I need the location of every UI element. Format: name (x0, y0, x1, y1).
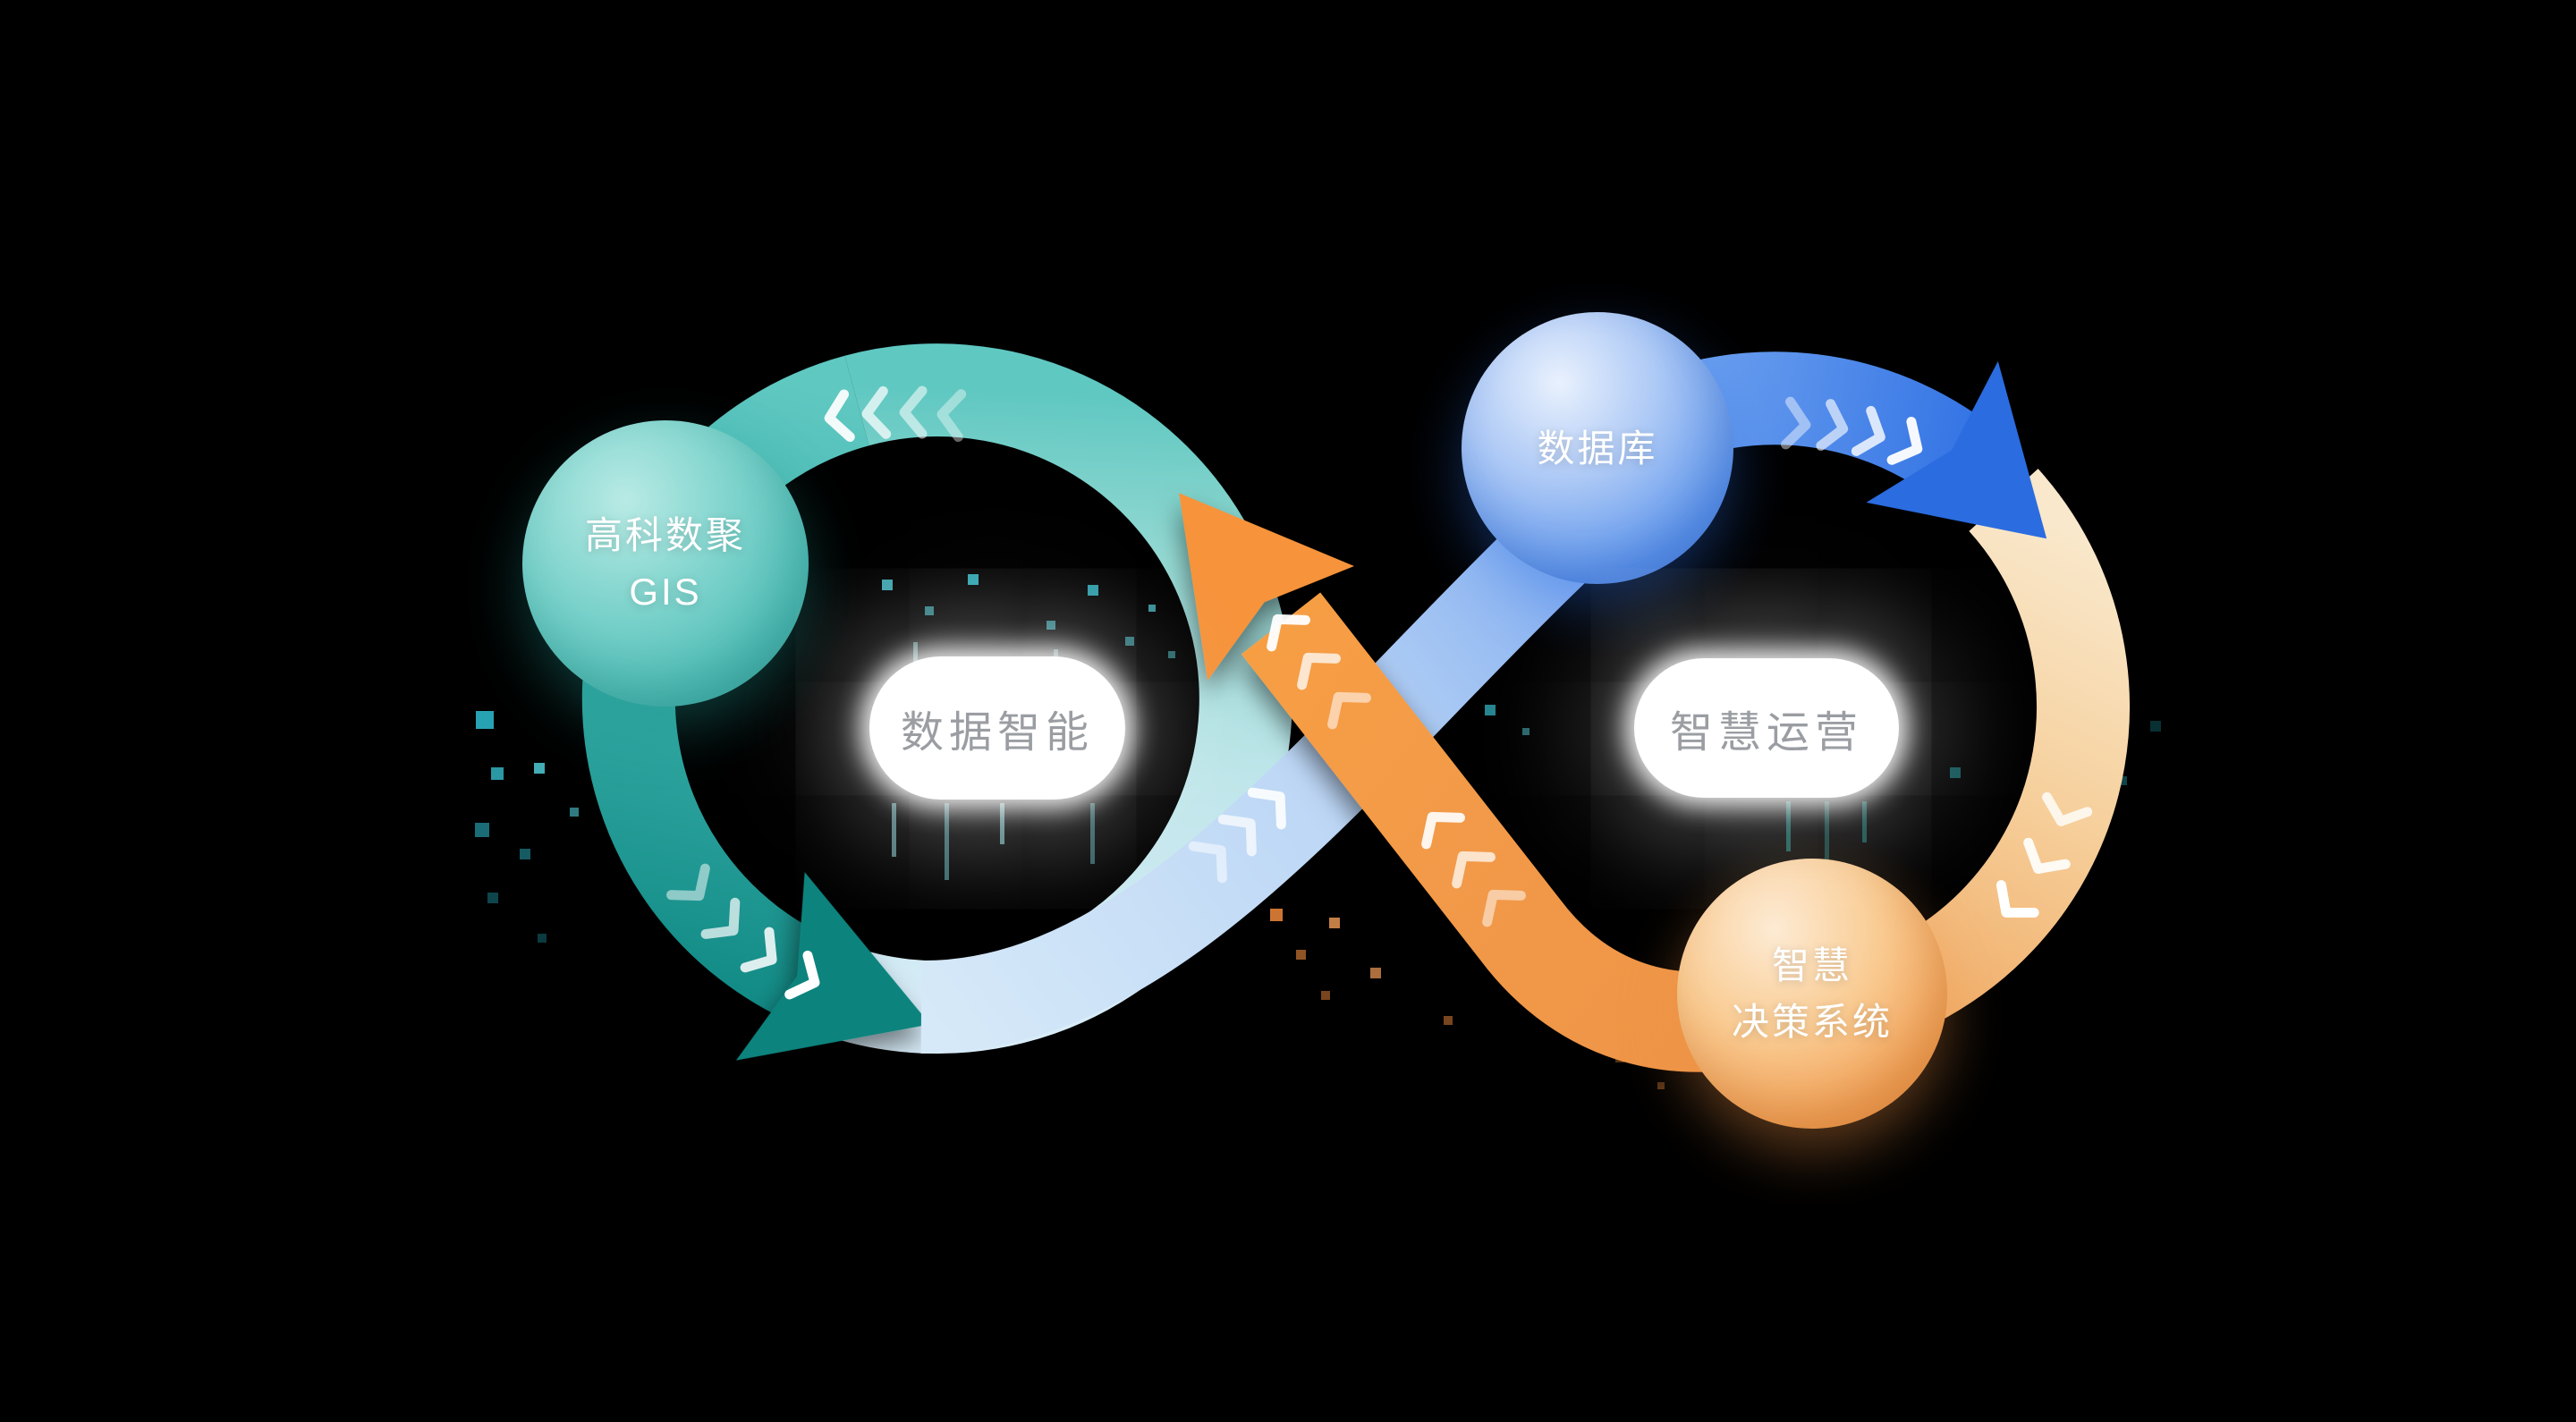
chevron-icon (1267, 614, 1310, 652)
dot (882, 580, 893, 590)
dot (1950, 767, 1961, 778)
dot (1444, 1016, 1453, 1025)
chevron-icon (1482, 889, 1526, 927)
chevron-icon (1996, 880, 2039, 918)
chevron-icon (824, 389, 855, 443)
chevron-icon (1247, 787, 1286, 830)
chevron-icon (1851, 405, 1885, 456)
dot (1522, 728, 1530, 735)
chevron-icon (899, 385, 928, 439)
chevron-icon (666, 863, 710, 901)
left-loop-arrowhead-icon (736, 872, 930, 1061)
dot (538, 934, 547, 943)
flow-chevrons-orange-lower (1421, 811, 1526, 927)
chevron-icon (936, 389, 967, 443)
node-database: 数据库 (1462, 312, 1733, 584)
chevron-icon (1188, 841, 1227, 884)
node-decision-label-line2: 决策系统 (1731, 1001, 1893, 1043)
orange-arrowhead-icon (1179, 493, 1354, 681)
decorative-dots (475, 574, 2161, 1089)
flow-chevrons-left-loop-top (824, 385, 967, 443)
chevron-icon (861, 385, 892, 439)
chevron-icon (1327, 691, 1371, 730)
chevron-icon (1297, 652, 1341, 690)
dot (1168, 651, 1175, 658)
dash (913, 642, 918, 673)
blue-arrowhead-icon (1866, 360, 2047, 539)
flow-chevrons-orange-upper (1267, 614, 1371, 730)
dot (487, 893, 498, 903)
dot (925, 606, 934, 615)
label-smart-operation: 智慧运营 (1634, 658, 1899, 798)
dot (968, 574, 979, 585)
dot (570, 808, 579, 817)
dot (491, 767, 504, 780)
flow-chevrons-left-loop-bottom (666, 863, 820, 1000)
decorative-dashes-right (1786, 801, 1867, 876)
node-gis-label-line2: GIS (629, 571, 702, 613)
chevron-icon (784, 950, 820, 1000)
dot (1321, 991, 1330, 1000)
dot (520, 849, 530, 859)
dot (1125, 637, 1134, 646)
node-database-label: 数据库 (1537, 427, 1658, 470)
dot (476, 711, 494, 729)
dot (1270, 909, 1283, 921)
dash (1786, 801, 1791, 851)
dot (1046, 621, 1055, 630)
chevron-icon (2023, 837, 2071, 875)
dot (2150, 721, 2161, 732)
dot (1329, 918, 1340, 928)
chevron-icon (1816, 399, 1849, 451)
dash (892, 803, 896, 857)
dot (1148, 605, 1156, 612)
chevron-icon (700, 897, 741, 939)
dash (1090, 803, 1095, 864)
chevron-icon (1421, 811, 1465, 850)
dash (1862, 801, 1867, 842)
label-data-intelligence-text: 数据智能 (900, 709, 1094, 757)
flow-chevrons-blue-arrow (1781, 396, 1923, 465)
dot (2118, 776, 2127, 785)
chevron-icon (740, 927, 777, 973)
chevron-icon (2042, 791, 2093, 826)
chevron-icon (1217, 814, 1257, 857)
dash (945, 803, 949, 880)
node-gis: 高科数聚 GIS (522, 420, 809, 707)
dot (1296, 950, 1306, 960)
node-gis-label-line1: 高科数聚 (584, 514, 746, 556)
dot (1088, 585, 1098, 596)
dash (1825, 801, 1829, 876)
label-data-intelligence: 数据智能 (869, 656, 1125, 800)
node-decision-system: 智慧 决策系统 (1677, 859, 1947, 1129)
chevron-icon (1781, 396, 1811, 450)
label-smart-operation-text: 智慧运营 (1669, 709, 1863, 757)
dot (1370, 968, 1381, 978)
dash (1000, 803, 1004, 844)
chevron-icon (1886, 417, 1923, 465)
node-decision-label-line1: 智慧 (1771, 944, 1852, 986)
dot (534, 763, 545, 774)
dot (1657, 1082, 1665, 1089)
chevron-icon (1452, 851, 1496, 889)
flow-chevrons-right-loop (1996, 791, 2093, 918)
flow-chevrons-crossing-band (1188, 787, 1286, 884)
dot (475, 823, 489, 837)
dot (1485, 705, 1496, 715)
